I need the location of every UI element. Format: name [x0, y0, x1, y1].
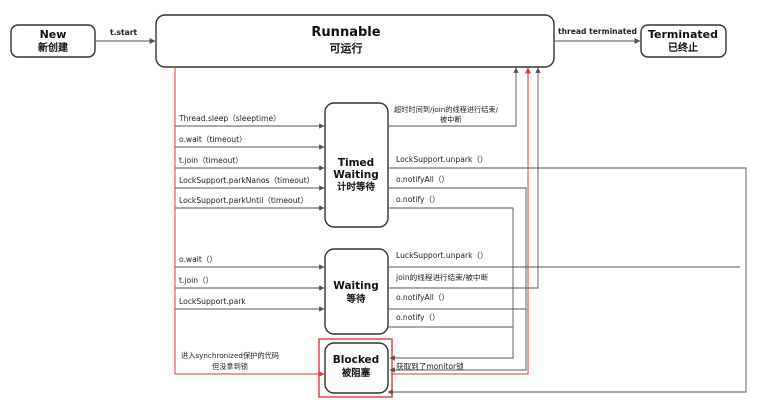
label-blocked-in-2: 但没拿到锁: [212, 362, 248, 371]
label-wait: o.wait（）: [179, 255, 217, 264]
state-new-title: New: [40, 28, 67, 41]
state-timed-waiting-title-1: Timed: [338, 157, 374, 169]
label-notify-timed: o.notify（）: [396, 195, 440, 204]
state-terminated: Terminated 已终止: [640, 24, 727, 58]
label-unpark-waiting: LuckSupport.unpark（）: [396, 251, 488, 260]
label-join: t.join（）: [179, 276, 213, 285]
label-terminate: thread terminated: [558, 27, 637, 36]
state-timed-waiting-title-2: Waiting: [333, 169, 379, 181]
arrows-out-of-waiting: LuckSupport.unpark（） join的线程进行结束/被中断 o.n…: [388, 67, 740, 328]
label-notifyall-waiting: o.notifyAll（）: [396, 293, 449, 302]
state-blocked-title: Blocked: [333, 354, 379, 366]
arrows-into-waiting: o.wait（） t.join（） LockSupport.park: [175, 255, 325, 312]
state-blocked-subtitle: 被阻塞: [342, 367, 371, 379]
arrows-out-of-timed-waiting: 超时时间到/join的线程进行结束/ 被中断 LockSupport.unpar…: [387, 67, 747, 395]
label-wait-timeout: o.wait（timeout）: [179, 135, 247, 144]
label-park-until: LockSupport.parkUntil（timeout）: [179, 196, 308, 205]
label-notifyall-timed: o.notifyAll（）: [396, 175, 449, 184]
state-runnable-title: Runnable: [311, 25, 380, 40]
label-start: t.start: [110, 28, 138, 37]
arrow-terminate: thread terminated: [554, 27, 641, 44]
label-park-nanos: LockSupport.parkNanos（timeout）: [179, 176, 314, 185]
state-terminated-subtitle: 已终止: [668, 41, 698, 54]
label-unpark-timed: LockSupport.unpark（）: [396, 155, 488, 164]
label-join-end-waiting: join的线程进行结束/被中断: [395, 272, 489, 282]
state-runnable-subtitle: 可运行: [330, 41, 363, 55]
label-timeout-1: 超时时间到/join的线程进行结束/: [394, 105, 499, 114]
arrows-into-timed-waiting: Thread.sleep（sleeptime） o.wait（timeout） …: [175, 114, 325, 211]
state-runnable: Runnable 可运行: [155, 14, 555, 68]
blocked-to-runnable-line: 获取到了monitor锁: [392, 67, 531, 375]
label-notify-waiting: o.notify（）: [396, 313, 440, 322]
state-timed-waiting: Timed Waiting 计时等待: [324, 102, 389, 228]
label-park: LockSupport.park: [179, 297, 246, 306]
state-timed-waiting-subtitle: 计时等待: [337, 181, 376, 193]
state-new: New 新创建: [10, 24, 96, 58]
state-waiting: Waiting 等待: [324, 248, 389, 335]
label-blocked-in-1: 进入synchronized保护的代码: [181, 351, 279, 360]
label-monitor: 获取到了monitor锁: [396, 361, 464, 371]
state-new-subtitle: 新创建: [38, 41, 69, 54]
label-thread-sleep: Thread.sleep（sleeptime）: [178, 114, 281, 123]
state-waiting-subtitle: 等待: [345, 293, 366, 305]
state-terminated-title: Terminated: [648, 28, 718, 41]
runnable-to-blocked-line: 进入synchronized保护的代码 但没拿到锁: [174, 67, 325, 377]
arrow-start: t.start: [95, 28, 156, 44]
state-blocked: Blocked 被阻塞: [318, 338, 393, 398]
label-join-timeout: t.join（timeout）: [179, 156, 243, 165]
label-timeout-2: 被中断: [440, 115, 462, 124]
state-waiting-title: Waiting: [333, 280, 379, 292]
